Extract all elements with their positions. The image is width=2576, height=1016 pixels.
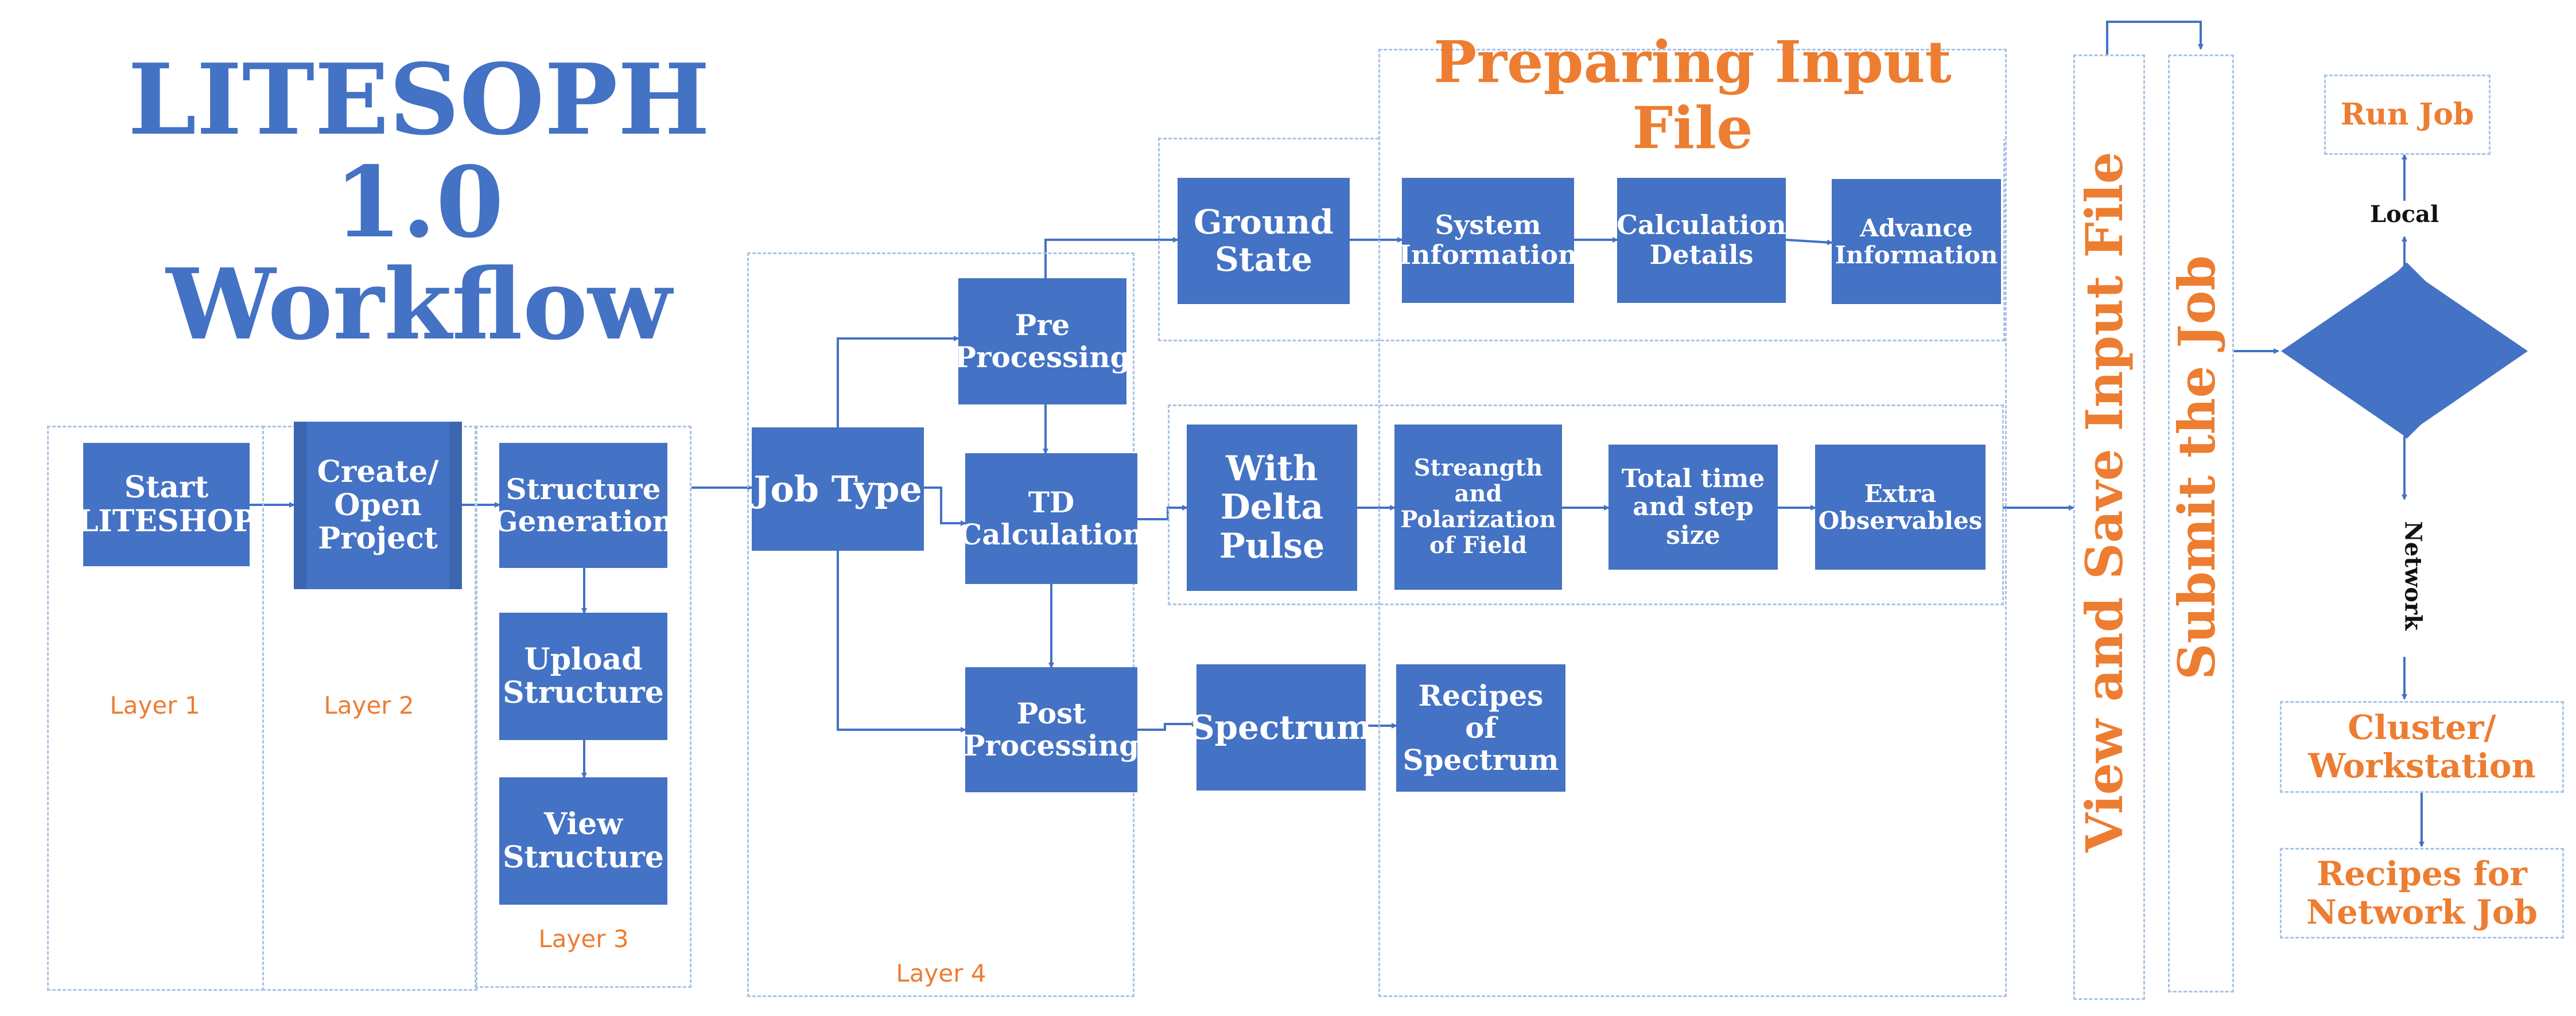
layer-1-label: Layer 1 [110, 691, 200, 719]
td-calculation-box: TD Calculation [959, 453, 1144, 584]
create-open-project-box: Create/ Open Project [294, 422, 462, 589]
arrow-jobtype-to-post [837, 551, 966, 733]
ground-state-box: Ground State [1178, 178, 1350, 304]
layer-4-frame [747, 252, 1134, 997]
recipes-of-spectrum-box: Recipes of Spectrum [1396, 664, 1565, 792]
job-type-box: Job Type [752, 427, 924, 551]
preparing-input-file-heading: Preparing Input File [1378, 29, 2007, 161]
title-line-2: Workflow [166, 247, 672, 362]
run-job-box: Run Job [2324, 75, 2490, 155]
submit-job-column [2168, 55, 2234, 992]
network-label: Network [2399, 521, 2427, 630]
arrow-post-to-spectrum [1137, 721, 1198, 731]
system-information-box: System Information [1399, 178, 1578, 303]
start-liteshop-box: Start LITESHOP [77, 443, 255, 566]
layer-2-label: Layer 2 [324, 691, 414, 719]
page-title: LITESOPH 1.0 Workflow [40, 49, 798, 356]
extra-observables-box: Extra Observables [1815, 445, 1986, 570]
view-save-column [2073, 55, 2145, 1000]
layer-4-label: Layer 4 [896, 959, 986, 987]
arrow-pre-to-ground [1044, 237, 1179, 278]
title-line-1: LITESOPH 1.0 [127, 42, 710, 260]
structure-generation-box: Structure Generation [494, 443, 673, 568]
layer-3-frame [475, 426, 691, 988]
view-and-save-input-file-label: View and Save Input File [2074, 151, 2134, 852]
arrow-jobtype-to-pre [837, 336, 959, 427]
advance-information-box: Advance Information [1832, 179, 2001, 304]
local-label: Local [2370, 201, 2439, 228]
arrow-view-to-submit [2106, 21, 2204, 55]
pre-processing-box: Pre Processing [954, 278, 1130, 404]
upload-structure-box: Upload Structure [499, 613, 667, 740]
arrow-calc-to-advance [1785, 239, 1833, 246]
post-processing-box: Post Processing [963, 667, 1139, 792]
spectrum-box: Spectrum [1191, 664, 1371, 791]
arrow-jobtype-to-td [924, 486, 966, 526]
calculation-details-box: Calculation Details [1617, 178, 1786, 303]
with-delta-pulse-box: With Delta Pulse [1187, 425, 1357, 591]
submit-the-job-label: Submit the Job [2167, 255, 2227, 680]
view-structure-box: View Structure [499, 777, 667, 905]
layer-3-label: Layer 3 [538, 925, 629, 953]
recipes-network-job-box: Recipes for Network Job [2280, 848, 2564, 939]
strength-polarization-box: Streangth and Polarization of Field [1394, 425, 1562, 590]
cluster-workstation-box: Cluster/ Workstation [2280, 701, 2564, 793]
td-row-frame [1168, 404, 2004, 605]
total-time-step-box: Total time and step size [1608, 445, 1778, 570]
